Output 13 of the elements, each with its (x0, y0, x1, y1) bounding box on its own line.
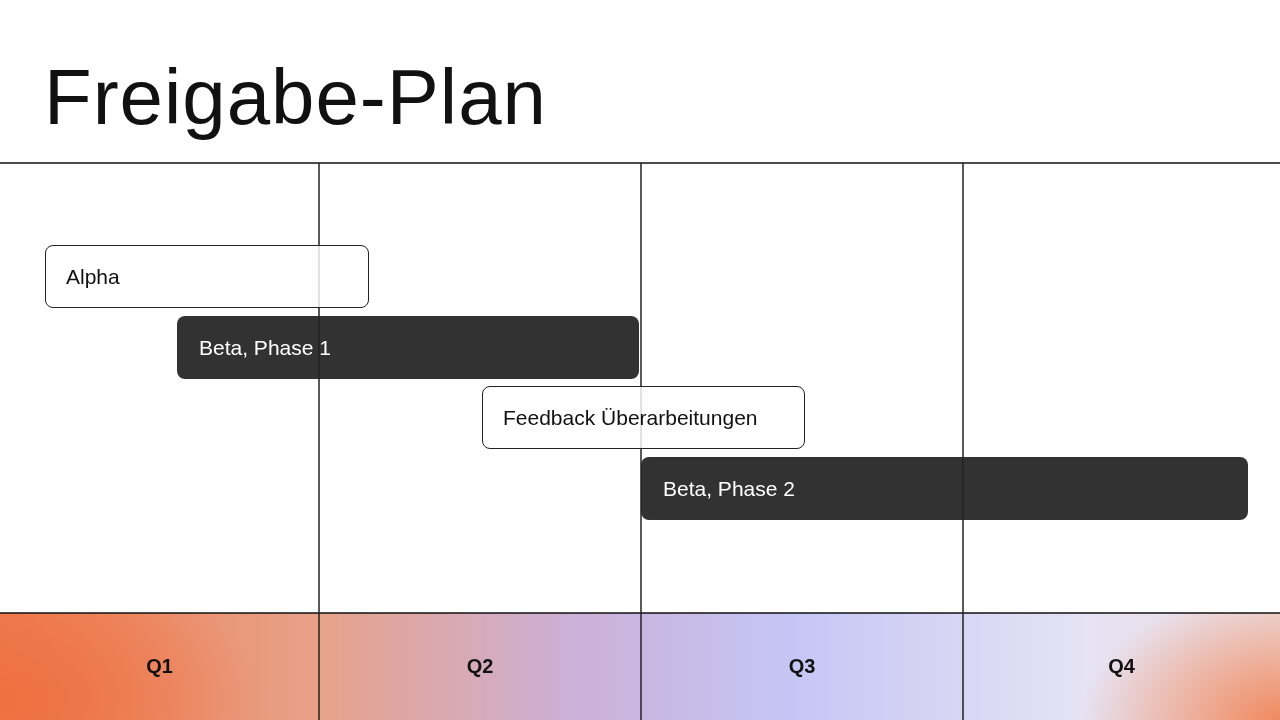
quarter-label: Q4 (1108, 655, 1135, 678)
task-label: Alpha (66, 264, 120, 289)
title: Freigabe-Plan (44, 52, 547, 143)
task-bar (482, 386, 805, 449)
task-label: Beta, Phase 2 (663, 476, 795, 501)
task-bar (177, 316, 639, 379)
task-label: Beta, Phase 1 (199, 335, 331, 360)
task-bar (45, 245, 369, 308)
task-bar (641, 457, 1248, 520)
quarter-label: Q1 (146, 655, 173, 678)
quarter-label: Q3 (788, 655, 816, 678)
quarter-label: Q2 (466, 655, 494, 678)
task-label: Feedback Überarbeitungen (503, 405, 758, 430)
